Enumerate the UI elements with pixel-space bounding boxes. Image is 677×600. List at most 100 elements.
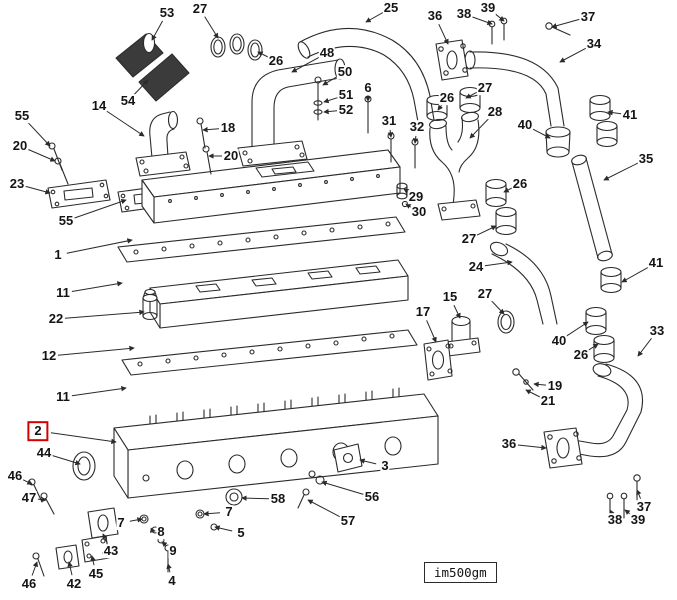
callout-31[interactable]: 31: [380, 113, 398, 129]
leader-line-26-29: [503, 187, 513, 193]
callout-57[interactable]: 57: [339, 513, 357, 529]
callout-26[interactable]: 26: [511, 176, 529, 192]
callout-18[interactable]: 18: [219, 120, 237, 136]
callout-38[interactable]: 38: [455, 6, 473, 22]
leader-line-30-31: [405, 203, 412, 209]
callout-19[interactable]: 19: [546, 378, 564, 394]
callout-11[interactable]: 11: [55, 389, 71, 405]
callout-14[interactable]: 14: [90, 98, 108, 114]
leader-line-27-1: [204, 16, 219, 39]
callout-2-highlighted[interactable]: 2: [27, 421, 49, 441]
callout-12[interactable]: 12: [40, 348, 58, 364]
gasket-upper-illustration: [117, 216, 406, 263]
callout-56[interactable]: 56: [363, 489, 381, 505]
callout-23[interactable]: 23: [8, 176, 26, 192]
callout-40[interactable]: 40: [550, 333, 568, 349]
leader-line-7-58: [203, 510, 221, 517]
callout-47[interactable]: 47: [20, 490, 38, 506]
callout-9[interactable]: 9: [168, 543, 178, 559]
callout-45[interactable]: 45: [87, 566, 105, 582]
callout-5[interactable]: 5: [236, 525, 246, 541]
callout-28[interactable]: 28: [486, 104, 504, 120]
callout-43[interactable]: 43: [102, 543, 120, 559]
callout-55[interactable]: 55: [57, 213, 75, 229]
leader-line-54-14: [133, 79, 149, 95]
gasket-lower-illustration: [121, 329, 418, 376]
callout-20[interactable]: 20: [222, 148, 240, 164]
callout-7[interactable]: 7: [116, 515, 126, 531]
leader-line-2-49: [50, 432, 117, 445]
callout-22[interactable]: 22: [47, 311, 65, 327]
leader-line-40-44: [566, 321, 589, 337]
callout-34[interactable]: 34: [585, 36, 603, 52]
callout-11[interactable]: 11: [55, 285, 71, 301]
callout-48[interactable]: 48: [318, 45, 336, 61]
callout-27[interactable]: 27: [476, 80, 494, 96]
callout-41[interactable]: 41: [621, 107, 639, 123]
leader-line-46-67: [31, 561, 38, 576]
callout-8[interactable]: 8: [156, 524, 166, 540]
callout-52[interactable]: 52: [337, 102, 355, 118]
callout-51[interactable]: 51: [337, 87, 355, 103]
callout-37[interactable]: 37: [635, 499, 653, 515]
callout-37[interactable]: 37: [579, 9, 597, 25]
callout-27[interactable]: 27: [460, 231, 478, 247]
callout-17[interactable]: 17: [414, 304, 432, 320]
callout-38[interactable]: 38: [606, 512, 624, 528]
callout-54[interactable]: 54: [119, 93, 137, 109]
leader-line-11-48: [71, 385, 127, 397]
callout-36[interactable]: 36: [426, 8, 444, 24]
leader-line-38-69: [609, 509, 615, 516]
callout-44[interactable]: 44: [35, 445, 53, 461]
leader-line-11-37: [71, 281, 123, 292]
leader-line-50-5: [322, 76, 338, 86]
leader-line-32-27: [412, 135, 419, 144]
callout-33[interactable]: 33: [648, 323, 666, 339]
callout-50[interactable]: 50: [336, 64, 354, 80]
callout-55[interactable]: 55: [13, 108, 31, 124]
leader-line-27-40: [490, 300, 505, 315]
callout-58[interactable]: 58: [269, 491, 287, 507]
callout-30[interactable]: 30: [410, 204, 428, 220]
leader-line-20-17: [28, 149, 56, 162]
callout-36[interactable]: 36: [500, 436, 518, 452]
leader-line-15-39: [453, 304, 461, 319]
callout-27[interactable]: 27: [476, 286, 494, 302]
callout-53[interactable]: 53: [158, 5, 176, 21]
callout-4[interactable]: 4: [167, 573, 177, 589]
callout-29[interactable]: 29: [407, 189, 425, 205]
callout-35[interactable]: 35: [637, 151, 655, 167]
callout-41[interactable]: 41: [647, 255, 665, 271]
callout-15[interactable]: 15: [441, 289, 459, 305]
callout-40[interactable]: 40: [516, 117, 534, 133]
callout-26[interactable]: 26: [267, 53, 285, 69]
callout-25[interactable]: 25: [382, 0, 400, 16]
leader-line-46-51: [22, 479, 33, 485]
leader-line-58-55: [241, 495, 270, 501]
callout-32[interactable]: 32: [408, 119, 426, 135]
callout-39[interactable]: 39: [629, 512, 647, 528]
callout-26[interactable]: 26: [572, 347, 590, 363]
leader-line-57-57: [307, 499, 341, 518]
leader-line-27-21: [465, 91, 478, 99]
callout-42[interactable]: 42: [65, 576, 83, 592]
callout-46[interactable]: 46: [6, 468, 24, 484]
cylinder-head-illustration: [113, 387, 439, 499]
callout-3[interactable]: 3: [380, 458, 390, 474]
callout-20[interactable]: 20: [11, 138, 29, 154]
callout-7[interactable]: 7: [224, 504, 234, 520]
callout-24[interactable]: 24: [467, 259, 485, 275]
callout-39[interactable]: 39: [479, 0, 497, 16]
leader-line-29-30: [403, 188, 410, 194]
callout-46[interactable]: 46: [20, 576, 38, 592]
callout-27[interactable]: 27: [191, 1, 209, 17]
leader-line-45-64: [90, 555, 96, 566]
callout-1[interactable]: 1: [53, 247, 63, 263]
callout-26[interactable]: 26: [438, 90, 456, 106]
callout-6[interactable]: 6: [363, 80, 373, 96]
callout-21[interactable]: 21: [539, 393, 557, 409]
